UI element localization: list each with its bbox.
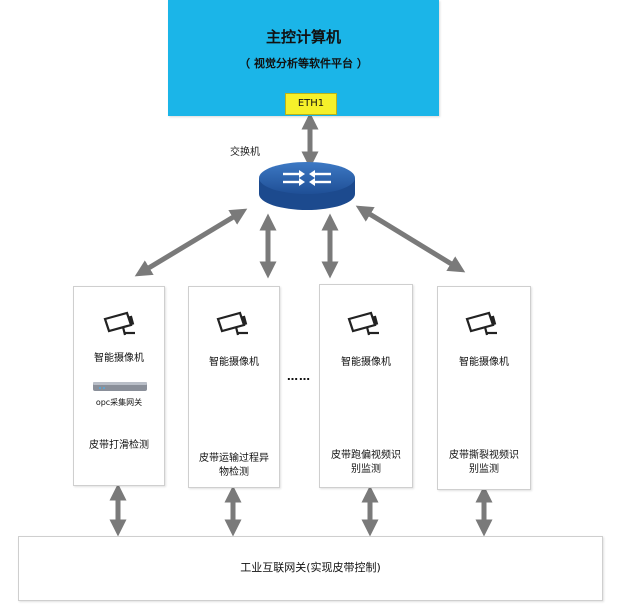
more-cameras-ellipsis: …… — [287, 370, 311, 383]
gateway-device-icon — [93, 382, 147, 391]
camera-icon — [347, 311, 379, 336]
camera-name: 智能摄像机 — [94, 353, 144, 364]
switch-label: 交换机 — [230, 147, 260, 158]
camera-icon — [103, 311, 135, 336]
camera-name: 智能摄像机 — [209, 357, 259, 368]
camera-function: 皮带撕裂视频识别监测 — [449, 450, 519, 475]
host-title: 主控计算机 — [265, 28, 341, 46]
opc-gateway-label: opc采集网关 — [95, 398, 143, 407]
eth-port: ETH1 — [285, 93, 337, 115]
camera-unit-3: 智能摄像机 皮带跑偏视频识别监测 — [319, 284, 413, 488]
camera-function: 皮带运输过程异物检测 — [199, 453, 269, 478]
host-computer: 主控计算机 （ 视觉分析等软件平台 ） — [168, 0, 439, 116]
camera-unit-1: 智能摄像机 opc采集网关 皮带打滑检测 — [73, 286, 165, 486]
camera-function: 皮带跑偏视频识别监测 — [331, 450, 401, 475]
camera-icon — [216, 311, 248, 336]
camera-function: 皮带打滑检测 — [89, 440, 149, 451]
camera-name: 智能摄像机 — [459, 357, 509, 368]
camera-unit-4: 智能摄像机 皮带撕裂视频识别监测 — [437, 286, 531, 490]
camera-unit-2: 智能摄像机 皮带运输过程异物检测 — [188, 286, 280, 488]
switch-camera1-arrow — [134, 208, 248, 277]
switch-icon — [259, 162, 355, 210]
switch-camera4-arrow — [355, 205, 466, 273]
camera-icon — [465, 311, 497, 336]
industrial-gateway: 工业互联网关(实现皮带控制) — [18, 536, 603, 601]
gateway-label: 工业互联网关(实现皮带控制) — [240, 561, 381, 574]
host-subtitle: （ 视觉分析等软件平台 ） — [239, 57, 368, 70]
camera-name: 智能摄像机 — [341, 357, 391, 368]
